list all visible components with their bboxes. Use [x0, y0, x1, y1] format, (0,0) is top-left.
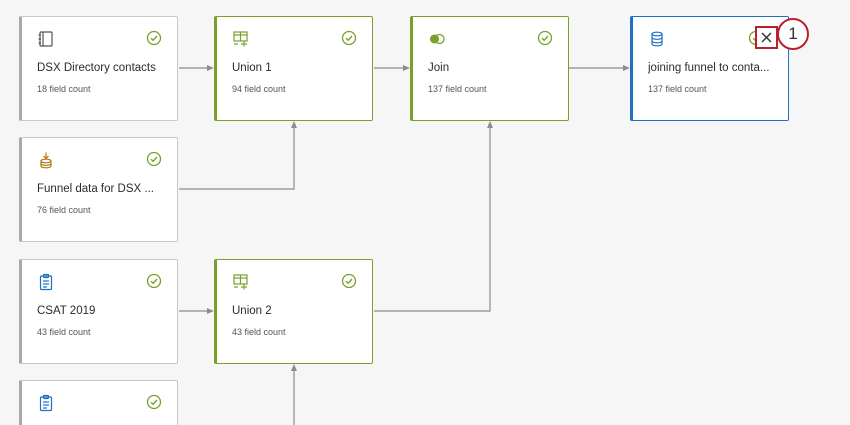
node-funnel-data[interactable]: Funnel data for DSX ... 76 field count	[19, 137, 178, 242]
node-title: Union 2	[232, 305, 272, 317]
close-icon	[761, 32, 772, 43]
node-union-2[interactable]: Union 2 43 field count	[214, 259, 373, 364]
node-csat-2019[interactable]: CSAT 2019 43 field count	[19, 259, 178, 364]
join-icon	[428, 30, 446, 48]
field-count: 43 field count	[37, 327, 91, 337]
import-icon	[37, 151, 55, 169]
survey-icon	[37, 273, 55, 291]
status-check-icon	[146, 394, 162, 410]
field-count: 43 field count	[232, 327, 286, 337]
survey-icon	[37, 394, 55, 412]
field-count: 18 field count	[37, 84, 91, 94]
callout-badge: 1	[777, 18, 809, 50]
directory-icon	[37, 30, 55, 48]
node-union-1[interactable]: Union 1 94 field count	[214, 16, 373, 121]
close-button[interactable]	[755, 26, 778, 49]
field-count: 137 field count	[648, 84, 707, 94]
node-survey-source[interactable]	[19, 380, 178, 425]
union-icon	[232, 30, 250, 48]
status-check-icon	[146, 30, 162, 46]
node-title: Funnel data for DSX ...	[37, 183, 154, 195]
node-title: joining funnel to conta...	[648, 62, 770, 74]
status-check-icon	[537, 30, 553, 46]
node-title: Join	[428, 62, 450, 74]
node-dsx-directory-contacts[interactable]: DSX Directory contacts 18 field count	[19, 16, 178, 121]
status-check-icon	[341, 30, 357, 46]
node-title: Union 1	[232, 62, 272, 74]
status-check-icon	[146, 151, 162, 167]
status-check-icon	[341, 273, 357, 289]
node-join[interactable]: Join 137 field count	[410, 16, 569, 121]
union-icon	[232, 273, 250, 291]
database-icon	[648, 30, 666, 48]
field-count: 137 field count	[428, 84, 487, 94]
status-check-icon	[146, 273, 162, 289]
node-title: CSAT 2019	[37, 305, 96, 317]
field-count: 76 field count	[37, 205, 91, 215]
field-count: 94 field count	[232, 84, 286, 94]
node-title: DSX Directory contacts	[37, 62, 156, 74]
